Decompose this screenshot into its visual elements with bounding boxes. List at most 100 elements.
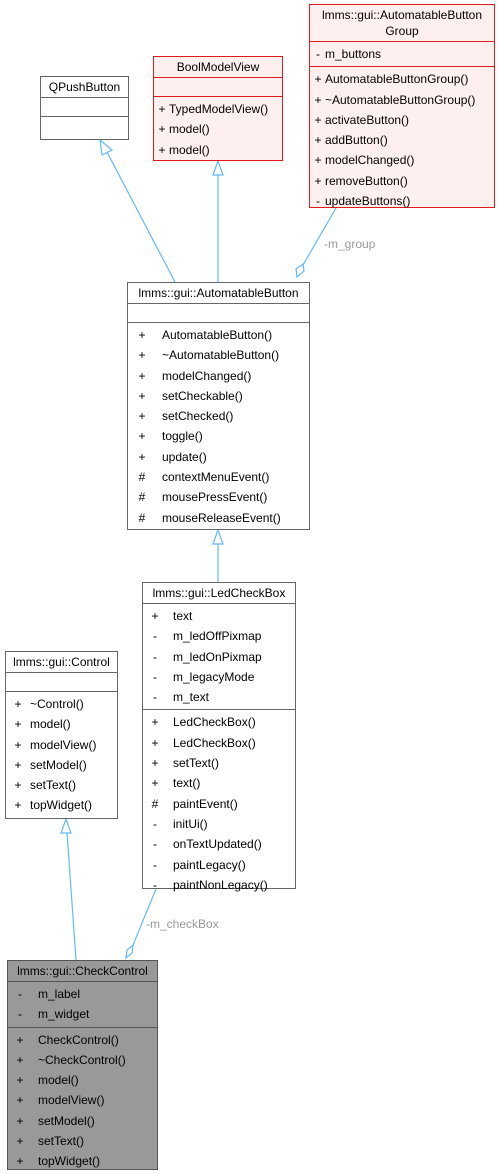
visibility-marker: -: [153, 857, 157, 872]
method-name: ~AutomatableButton(): [162, 348, 280, 363]
method-name: setChecked(): [162, 409, 234, 424]
visibility-marker: +: [314, 153, 322, 168]
method-name: ~AutomatableButtonGroup(): [325, 92, 476, 107]
method-name: paintNonLegacy(): [173, 877, 268, 892]
method-row: +model(): [6, 714, 117, 734]
method-name: topWidget(): [30, 798, 93, 813]
method-name: mousePressEvent(): [162, 490, 268, 505]
method-name: update(): [162, 449, 207, 464]
edge-m-checkbox: [132, 888, 157, 946]
attribute-name: m_label: [38, 987, 81, 1001]
visibility-marker: +: [16, 1093, 24, 1108]
method-row: +text(): [143, 773, 295, 793]
method-row: -updateButtons(): [310, 191, 494, 211]
class-title: lmms::gui::AutomatableButton Group: [310, 5, 494, 42]
method-name: removeButton(): [325, 173, 408, 188]
method-row: +modelView(): [6, 735, 117, 755]
method-name: topWidget(): [38, 1154, 101, 1169]
method-name: setText(): [38, 1134, 85, 1149]
method-name: AutomatableButton(): [162, 328, 273, 342]
edge-automatablebutton-qpushbutton: [106, 151, 176, 283]
visibility-marker: +: [314, 92, 322, 107]
visibility-marker: -: [153, 816, 157, 831]
visibility-marker: #: [138, 470, 146, 485]
method-name: modelView(): [38, 1093, 105, 1108]
method-row: - paintNonLegacy(): [143, 875, 295, 895]
attribute-name: m_ledOffPixmap: [173, 629, 262, 644]
attribute-name: m_ledOnPixmap: [173, 649, 262, 664]
visibility-marker: +: [158, 122, 166, 137]
visibility-marker: +: [138, 449, 146, 464]
visibility-marker: +: [158, 142, 166, 157]
visibility-marker: -: [316, 47, 320, 61]
attribute-name: m_text: [173, 690, 210, 705]
visibility-marker: +: [151, 756, 159, 771]
attribute-name: m_widget: [38, 1007, 90, 1022]
method-row: + model(): [8, 1070, 157, 1090]
edge-label-m-group: -m_group: [324, 237, 376, 251]
class-automatablebuttongroup[interactable]: lmms::gui::AutomatableButton Group -m_bu…: [309, 4, 495, 208]
method-row: #paintEvent(): [143, 794, 295, 814]
attributes-section: [41, 98, 128, 116]
method-name: setText(): [173, 756, 220, 771]
attributes-section: [154, 78, 282, 96]
visibility-marker: +: [16, 1113, 24, 1128]
method-row: +AutomatableButton(): [128, 325, 309, 345]
method-row: +setText(): [6, 775, 117, 795]
method-name: LedCheckBox(): [173, 715, 256, 730]
method-row: +~CheckControl(): [8, 1050, 157, 1070]
class-ledcheckbox[interactable]: lmms::gui::LedCheckBox +text -m_ledOffPi…: [142, 582, 296, 892]
class-title: lmms::gui::AutomatableButton: [128, 283, 309, 304]
class-title: QPushButton: [41, 77, 128, 98]
method-name: ~Control(): [30, 697, 84, 711]
class-title: BoolModelView: [154, 57, 282, 78]
method-row: + update(): [128, 447, 309, 467]
method-name: mouseReleaseEvent(): [162, 510, 281, 525]
method-row: +~AutomatableButtonGroup(): [310, 90, 494, 110]
class-qpushbutton[interactable]: QPushButton: [40, 76, 129, 140]
method-row: +setChecked(): [128, 406, 309, 426]
class-title: lmms::gui::Control: [6, 652, 117, 673]
visibility-marker: #: [138, 510, 146, 525]
class-boolmodelview[interactable]: BoolModelView +TypedModelView() +model()…: [153, 56, 283, 161]
method-name: model(): [38, 1073, 79, 1088]
attribute-row: -m_buttons: [310, 44, 494, 64]
visibility-marker: -: [153, 649, 157, 664]
visibility-marker: -: [153, 877, 157, 892]
class-control[interactable]: lmms::gui::Control +~Control() +model() …: [5, 651, 118, 819]
method-row: #mousePressEvent(): [128, 487, 309, 507]
visibility-marker: +: [151, 776, 159, 791]
method-row: +setCheckable(): [128, 386, 309, 406]
methods-section: +~Control() +model() +modelView() +setMo…: [6, 691, 117, 818]
visibility-marker: -: [18, 1007, 22, 1022]
visibility-marker: +: [14, 798, 22, 813]
method-row: +TypedModelView(): [154, 99, 282, 119]
method-row: + topWidget(): [6, 795, 117, 815]
method-row: -initUi(): [143, 814, 295, 834]
visibility-marker: #: [151, 796, 159, 811]
method-row: # contextMenuEvent(): [128, 467, 309, 487]
methods-section: + LedCheckBox() + LedCheckBox() + setText()…: [143, 709, 295, 897]
class-automatablebutton[interactable]: lmms::gui::AutomatableButton +Automatabl…: [127, 282, 310, 530]
methods-section: +CheckControl() +~CheckControl() +model(…: [8, 1026, 157, 1174]
method-row: +setModel(): [8, 1111, 157, 1131]
attribute-row: +text: [143, 606, 295, 626]
visibility-marker: +: [151, 735, 159, 750]
method-row: +model(): [154, 140, 282, 160]
method-row: + modelView(): [8, 1090, 157, 1110]
visibility-marker: +: [151, 715, 159, 730]
methods-section: +TypedModelView() +model() +model(): [154, 96, 282, 162]
method-row: # mouseReleaseEvent(): [128, 508, 309, 528]
attributes-section: [128, 304, 309, 322]
method-name: modelChanged(): [162, 368, 252, 383]
method-name: LedCheckBox(): [173, 735, 256, 750]
class-checkcontrol[interactable]: lmms::gui::CheckControl -m_label -m_widg…: [7, 960, 158, 1170]
visibility-marker: +: [138, 368, 146, 383]
method-name: setText(): [30, 778, 77, 793]
visibility-marker: +: [16, 1073, 24, 1088]
class-title: lmms::gui::CheckControl: [8, 961, 157, 982]
method-name: toggle(): [162, 429, 203, 444]
method-name: contextMenuEvent(): [162, 470, 270, 485]
method-name: updateButtons(): [325, 194, 411, 209]
